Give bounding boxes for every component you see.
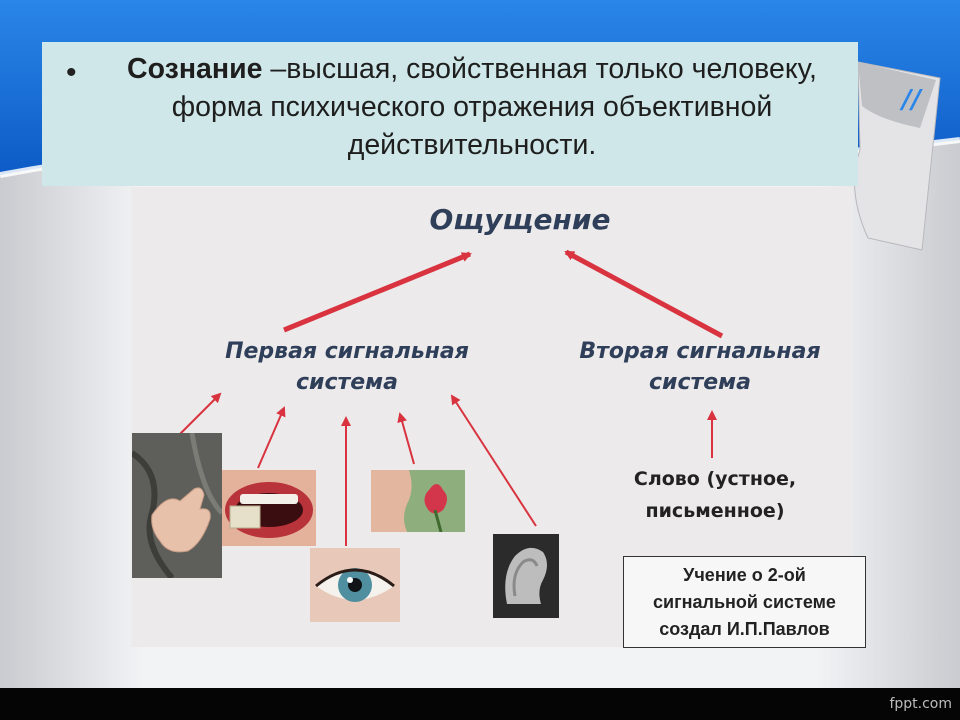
- svg-text://: //: [899, 85, 923, 115]
- arrow-first-to-root: [283, 251, 472, 333]
- arrow-second-to-root: [564, 249, 724, 339]
- second-signal-system-label: Вторая сигнальная система: [530, 336, 870, 398]
- second-signal-line1: Вторая сигнальная: [579, 339, 821, 364]
- second-signal-line2: система: [649, 370, 751, 395]
- note-line3: создал И.П.Павлов: [659, 619, 830, 639]
- word-line2: письменное): [645, 500, 785, 522]
- definition-term: Сознание: [127, 53, 263, 85]
- word-node-label: Слово (устное, письменное): [600, 463, 830, 527]
- arrow-taste: [257, 406, 286, 469]
- pavlov-note-box: Учение о 2-ой сигнальной системе создал …: [623, 556, 866, 648]
- first-signal-system-label: Первая сигнальная система: [182, 336, 512, 398]
- ear-hearing-image: [493, 534, 559, 618]
- definition-body: –высшая, свойственная только человеку, ф…: [171, 53, 817, 161]
- note-line2: сигнальной системе: [653, 592, 836, 612]
- nose-smell-image: [371, 470, 465, 532]
- arrow-hearing: [450, 394, 537, 527]
- paper-curl-icon: //: [854, 61, 941, 251]
- arrow-touch: [177, 392, 222, 437]
- first-signal-line2: система: [296, 370, 398, 395]
- definition-box: • Сознание –высшая, свойственная только …: [42, 42, 858, 186]
- eye-vision-image: [310, 548, 400, 622]
- word-line1: Слово (устное,: [633, 468, 797, 490]
- touch-hand-image: [132, 433, 222, 578]
- footer-bar: fppt.com: [0, 688, 960, 720]
- bullet: •: [66, 56, 77, 89]
- root-node-label: Ощущение: [429, 203, 611, 236]
- first-signal-line1: Первая сигнальная: [225, 339, 469, 364]
- note-line1: Учение о 2-ой: [683, 565, 806, 585]
- arrow-smell: [397, 412, 415, 465]
- mouth-taste-image: [222, 470, 316, 546]
- definition-text: Сознание –высшая, свойственная только че…: [102, 50, 842, 164]
- brand-text: fppt.com: [889, 696, 952, 712]
